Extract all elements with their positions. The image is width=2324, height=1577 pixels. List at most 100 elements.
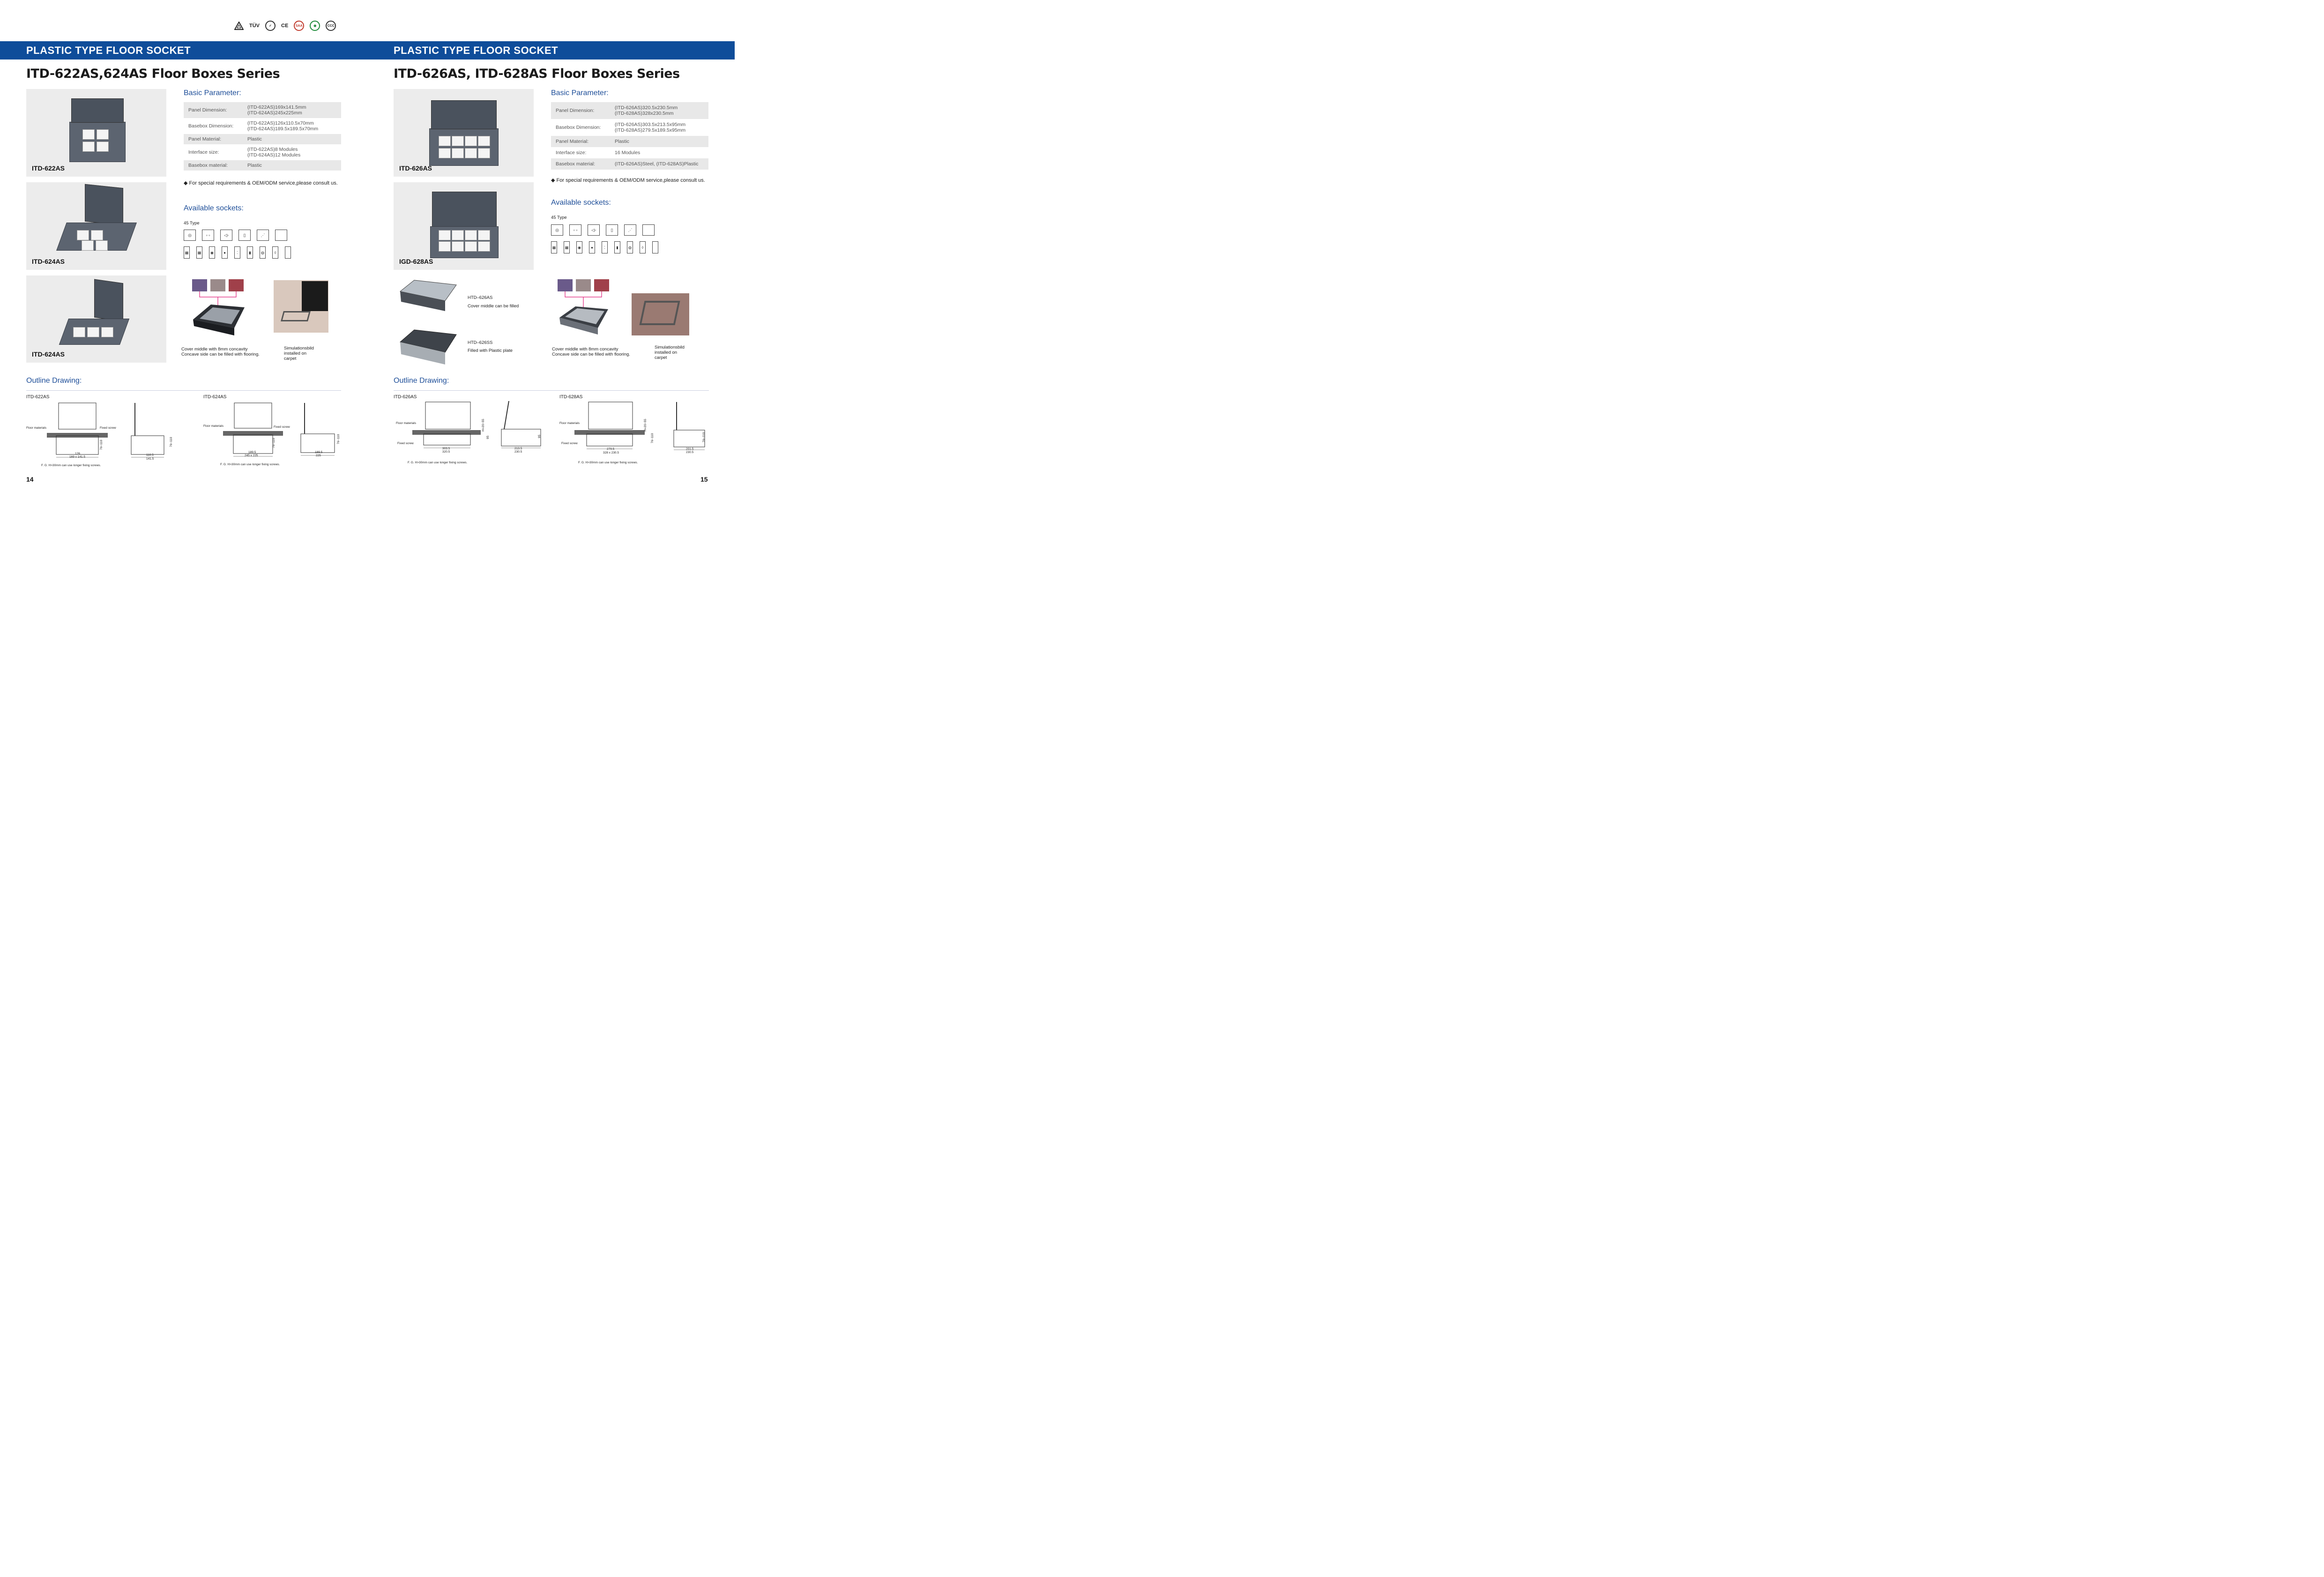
outline-drawing-heading: Outline Drawing:	[26, 377, 82, 385]
basic-parameter-heading: Basic Parameter:	[551, 89, 609, 97]
product-photo-624as: ITD-624AS	[26, 182, 166, 270]
table-row: Basebox material:Plastic	[184, 160, 341, 171]
ce-mark: CE	[281, 23, 289, 29]
socket	[96, 240, 108, 251]
param-value-line: Plastic	[247, 163, 262, 168]
dimension-label: 303.5	[442, 447, 450, 450]
socket	[97, 129, 109, 140]
table-row: Basebox material:(ITD-626AS)Steel, (ITD-…	[551, 158, 708, 170]
schuko-socket-icon: ◎	[551, 224, 563, 236]
page-title: ITD-626AS, ITD-628AS Floor Boxes Series	[394, 67, 680, 81]
blank-plate-icon	[642, 224, 655, 236]
param-key: Basebox Dimension:	[188, 123, 234, 129]
param-value: (ITD-626AS)Steel, (ITD-628AS)Plastic	[610, 158, 708, 170]
photo-label: IGD-628AS	[399, 258, 433, 265]
laurel-mark-icon: ✓	[265, 21, 276, 31]
page-number: 14	[26, 476, 34, 483]
multi-socket-icon: ◁▫	[588, 224, 600, 236]
variant-desc: Filled with Plastic plate	[468, 348, 513, 353]
outline-drawing-heading: Outline Drawing:	[394, 377, 449, 385]
blank-module-icon	[652, 241, 658, 253]
multi-socket-icon: ◁▫	[220, 230, 232, 241]
param-value: (ITD-622AS)169x141.5mm(ITD-624AS)245x225…	[243, 102, 341, 118]
side-dimension-label: 225	[316, 454, 321, 457]
photo-label: ITD-624AS	[32, 258, 65, 265]
dimension-label: 279.5	[607, 447, 615, 451]
caption-line: Concave side can be filled with flooring…	[552, 352, 630, 357]
schuko-socket-icon: ◎	[184, 230, 196, 241]
caption-line: Simulationsbild	[655, 345, 685, 350]
param-value-line: (ITD-622AS)126x110.5x70mm	[247, 120, 314, 126]
param-value-line: Plastic	[247, 136, 262, 142]
table-row: Panel Dimension:(ITD-626AS)320.5x230.5mm…	[551, 102, 708, 119]
basic-parameter-heading: Basic Parameter:	[184, 89, 241, 97]
socket	[77, 230, 89, 240]
height-label: 76~110	[100, 439, 104, 450]
socket	[465, 148, 477, 158]
certification-logos: TÜV ✓ CE SAA ◉ CCC	[234, 20, 336, 32]
photo-shadow	[302, 281, 328, 311]
table-row: Panel Dimension:(ITD-622AS)169x141.5mm(I…	[184, 102, 341, 118]
outline-drawing-624	[223, 402, 335, 457]
parameter-table: Panel Dimension:(ITD-626AS)320.5x230.5mm…	[551, 102, 708, 170]
drawing-label: ITD-628AS	[559, 394, 583, 400]
box-lid	[431, 100, 497, 129]
socket	[465, 136, 477, 146]
au-socket-icon: ⋰	[257, 230, 269, 241]
socket	[82, 141, 95, 152]
socket	[452, 241, 464, 252]
param-key: Panel Material:	[551, 136, 610, 147]
floor-box-outline	[281, 311, 311, 321]
box-lid	[71, 98, 124, 123]
cover-illustration	[558, 279, 609, 335]
side-height-label: 76~110	[170, 437, 173, 447]
side-dimension-label: 230.5	[514, 450, 522, 454]
param-value-line: (ITD-626AS)Steel, (ITD-628AS)Plastic	[615, 161, 699, 167]
param-value: Plastic	[243, 160, 341, 171]
param-value-line: (ITD-624AS)12 Modules	[247, 152, 301, 158]
param-value-line: (ITD-626AS)303.5x213.5x95mm	[615, 122, 686, 127]
param-value: Plastic	[610, 136, 708, 147]
socket	[439, 148, 451, 158]
socket	[97, 141, 109, 152]
saa-mark: SAA	[294, 21, 305, 31]
floor-materials-label: Floor materials	[26, 426, 46, 430]
dimension-label: 189.5	[248, 451, 256, 454]
caption-line: installed on	[284, 351, 307, 356]
caption-line: carpet	[284, 356, 297, 361]
caption-line: carpet	[655, 355, 667, 360]
banner-text: PLASTIC TYPE FLOOR SOCKET	[394, 44, 559, 56]
param-value-line: (ITD-622AS)169x141.5mm	[247, 104, 306, 110]
side-dimension-label: 201.5	[686, 447, 694, 451]
param-key: Basebox Dimension:	[556, 125, 601, 130]
socket	[439, 230, 451, 240]
carpet-swatch	[210, 279, 225, 291]
carpet-swatch	[558, 279, 573, 291]
socket	[91, 230, 103, 240]
param-value: Plastic	[243, 134, 341, 144]
table-row: Basebox Dimension: (ITD-622AS)126x110.5x7…	[184, 118, 341, 134]
side-dimension-label: 230.5	[686, 451, 694, 454]
variant-desc: Cover middle can be filled	[468, 304, 519, 309]
vga-module-icon: ▮	[247, 246, 253, 259]
height-label: 95	[486, 435, 490, 439]
photo-label: ITD-626AS	[399, 164, 432, 172]
dimension-label: 245 x 225	[245, 454, 258, 457]
ccc-mark: CCC	[326, 21, 336, 31]
carpet-swatch	[229, 279, 244, 291]
caption-line: Simulationsbild	[284, 346, 314, 351]
table-row: Interface size:(ITD-622AS)8 Modules(ITD-…	[184, 144, 341, 160]
socket	[73, 327, 85, 337]
carpet-swatch	[192, 279, 207, 291]
tv-module-icon: ◉	[576, 241, 582, 253]
side-dimension-label: 213.5	[514, 447, 522, 450]
socket	[87, 327, 99, 337]
socket	[439, 241, 451, 252]
param-key: Interface size:	[188, 149, 219, 155]
param-value-line: 16 Modules	[615, 150, 641, 156]
box-lid	[432, 192, 497, 228]
available-sockets-heading: Available sockets:	[551, 199, 611, 207]
dimension-label: 320.5	[442, 450, 450, 454]
variant-name: HTD–626SS	[468, 340, 493, 345]
